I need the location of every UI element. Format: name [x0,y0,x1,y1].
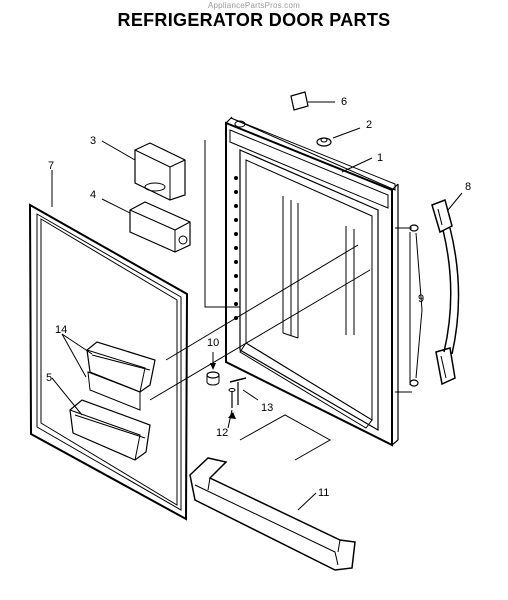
callout-numbers: 1 2 3 4 5 6 7 8 9 10 11 12 13 14 [46,96,471,499]
part-hinge-bushing[interactable] [316,127,361,147]
callout-9: 9 [418,293,424,305]
callout-13: 13 [261,402,273,414]
callout-1: 1 [377,152,383,164]
watermark: AppliancePartsPros.com [208,1,300,10]
part-door-cam[interactable] [206,352,220,386]
door-side-holes [234,176,238,320]
part-door-gasket[interactable] [28,203,189,521]
part-bottom-door-shelf[interactable] [189,457,356,571]
part-door-bin-lower[interactable] [69,399,151,461]
part-handle-screws[interactable] [409,224,423,387]
callout-8: 8 [465,181,471,193]
part-6-label[interactable] [290,91,335,111]
part-dairy-door[interactable] [101,140,186,201]
callout-5: 5 [46,372,52,384]
callout-2: 2 [366,119,372,131]
part-door-bin-upper[interactable] [86,341,156,411]
callout-10: 10 [207,337,219,349]
callout-6: 6 [341,96,347,108]
callout-7: 7 [48,160,54,172]
callout-leaders-right [341,157,373,173]
assembly-lines [149,140,412,461]
callout-14: 14 [55,324,67,336]
part-screws[interactable] [227,377,259,429]
part-dairy-bin[interactable] [101,198,191,253]
callout-12: 12 [216,427,228,439]
callout-4: 4 [90,189,96,201]
part-door-handle[interactable] [431,192,463,386]
callout-3: 3 [90,135,96,147]
callout-leaders-left [51,170,93,416]
diagram-title: REFRIGERATOR DOOR PARTS [117,10,391,30]
part-door-liner[interactable] [225,116,399,447]
callout-11: 11 [318,487,329,499]
